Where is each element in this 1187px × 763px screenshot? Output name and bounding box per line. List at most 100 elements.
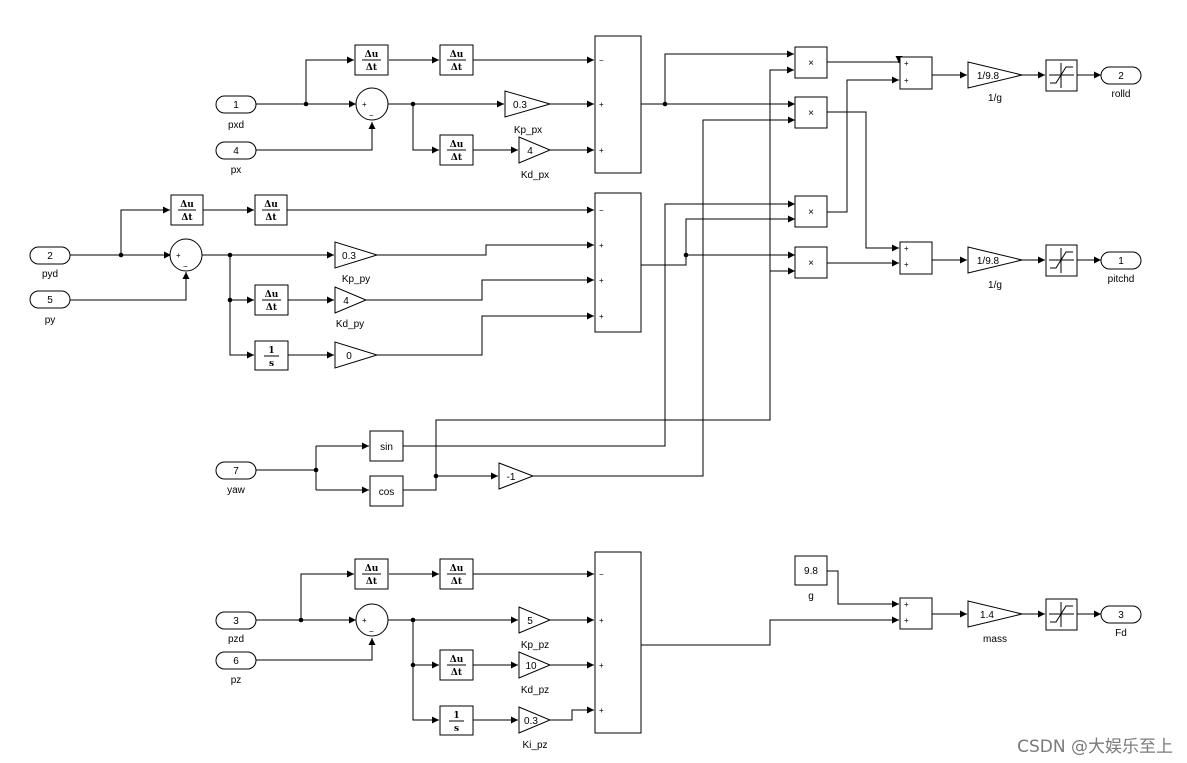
gain-label: mass xyxy=(983,634,1007,645)
integrator-block[interactable]: 1 s xyxy=(254,340,289,371)
inport-pzd[interactable]: 3 pzd xyxy=(215,611,257,645)
gain-kd-py[interactable]: 4 Kd_py xyxy=(334,286,368,330)
svg-text:Δu: Δu xyxy=(450,140,464,150)
inport-label: pz xyxy=(231,675,242,686)
svg-text:4: 4 xyxy=(343,296,349,307)
inport-px[interactable]: 4 px xyxy=(215,141,257,176)
sum-block-z[interactable]: − + + + xyxy=(594,551,642,734)
gain-kd-pz[interactable]: 10 Kd_pz xyxy=(518,651,552,696)
svg-text:+: + xyxy=(904,59,909,68)
saturation-block[interactable] xyxy=(1045,59,1078,92)
product-block[interactable]: × xyxy=(794,246,828,279)
gain-ki-pz[interactable]: 0.3 Ki_pz xyxy=(518,706,552,751)
derivative-block[interactable]: Δu Δt xyxy=(254,194,288,226)
svg-text:Δu: Δu xyxy=(450,50,464,60)
gain-kd-px[interactable]: 4 Kd_px xyxy=(518,136,552,181)
svg-text:cos: cos xyxy=(379,487,395,498)
gain-label: Kp_px xyxy=(514,125,542,136)
sin-block[interactable]: sin xyxy=(369,430,404,462)
svg-text:+: + xyxy=(599,241,604,250)
svg-text:−: − xyxy=(369,627,374,636)
inport-label: py xyxy=(45,315,56,326)
inport-py[interactable]: 5 py xyxy=(29,290,71,326)
inport-label: pzd xyxy=(228,634,244,645)
sum-block-roll[interactable]: + + xyxy=(899,56,933,90)
product-block[interactable]: × xyxy=(794,195,828,228)
product-block[interactable]: × xyxy=(794,96,828,129)
error-sum-y[interactable]: + − xyxy=(169,238,203,272)
svg-text:Δt: Δt xyxy=(451,63,463,73)
svg-text:+: + xyxy=(362,100,367,109)
derivative-block[interactable]: Δu Δt xyxy=(354,44,389,76)
svg-text:s: s xyxy=(454,724,459,734)
svg-text:Δu: Δu xyxy=(265,290,279,300)
outport-fd[interactable]: 3 Fd xyxy=(1100,605,1142,639)
error-sum-x[interactable]: + − xyxy=(355,87,389,121)
inport-label: pyd xyxy=(42,269,58,280)
derivative-block[interactable]: Δu Δt xyxy=(439,44,474,76)
gain-ki-py[interactable]: 0 xyxy=(334,341,379,369)
derivative-block[interactable]: Δu Δt xyxy=(439,134,474,166)
constant-g[interactable]: 9.8 g xyxy=(794,555,828,602)
gain-mass[interactable]: 1.4 mass xyxy=(967,600,1023,645)
inport-pyd[interactable]: 2 pyd xyxy=(29,246,71,280)
svg-text:sin: sin xyxy=(380,442,393,453)
svg-text:1: 1 xyxy=(1118,256,1124,267)
svg-text:10: 10 xyxy=(525,661,537,672)
svg-text:+: + xyxy=(599,312,604,321)
inport-label: pxd xyxy=(228,120,244,131)
svg-text:−: − xyxy=(599,206,604,215)
svg-text:7: 7 xyxy=(233,466,239,477)
svg-text:Δt: Δt xyxy=(181,213,193,223)
svg-text:5: 5 xyxy=(527,616,533,627)
svg-text:+: + xyxy=(599,616,604,625)
svg-text:Δu: Δu xyxy=(450,564,464,574)
gain-inverse-g-pitch[interactable]: 1/9.8 1/g xyxy=(967,246,1023,291)
svg-text:-1: -1 xyxy=(507,472,516,483)
gain-kp-px[interactable]: 0.3 Kp_px xyxy=(504,90,552,136)
svg-text:Δu: Δu xyxy=(180,200,194,210)
sum-block-thrust[interactable]: + + xyxy=(899,597,933,630)
svg-text:+: + xyxy=(599,661,604,670)
svg-text:−: − xyxy=(599,56,604,65)
junction-dots xyxy=(118,101,689,668)
product-block[interactable]: × xyxy=(794,46,828,79)
sum-block-x[interactable]: − + + xyxy=(594,35,642,174)
gain-label: 1/g xyxy=(988,280,1002,291)
gain-inverse-g-roll[interactable]: 1/9.8 1/g xyxy=(967,61,1023,104)
derivative-block[interactable]: Δu Δt xyxy=(439,558,474,590)
inport-pz[interactable]: 6 pz xyxy=(215,651,257,686)
gain-negative-one[interactable]: -1 xyxy=(498,462,535,490)
integrator-block[interactable]: 1 s xyxy=(439,705,474,736)
outport-pitchd[interactable]: 1 pitchd xyxy=(1100,251,1142,285)
svg-text:4: 4 xyxy=(233,146,239,157)
derivative-block[interactable]: Δu Δt xyxy=(254,284,289,316)
saturation-block[interactable] xyxy=(1045,244,1078,277)
svg-text:s: s xyxy=(269,359,274,369)
sum-block-y[interactable]: − + + + xyxy=(594,192,642,333)
outport-label: pitchd xyxy=(1108,274,1135,285)
svg-text:Δu: Δu xyxy=(365,50,379,60)
derivative-block[interactable]: Δu Δt xyxy=(354,558,389,590)
inport-pxd[interactable]: 1 pxd xyxy=(215,95,257,131)
outport-rolld[interactable]: 2 rolld xyxy=(1100,66,1142,100)
derivative-block[interactable]: Δu Δt xyxy=(439,649,474,681)
svg-text:−: − xyxy=(599,570,604,579)
sum-block-pitch[interactable]: + + xyxy=(899,241,933,275)
cos-block[interactable]: cos xyxy=(369,475,404,507)
error-sum-z[interactable]: + − xyxy=(355,603,389,637)
svg-text:0.3: 0.3 xyxy=(524,716,538,727)
gain-label: Kp_py xyxy=(342,274,370,285)
svg-text:Δt: Δt xyxy=(265,213,277,223)
svg-text:Δt: Δt xyxy=(366,577,378,587)
svg-text:1: 1 xyxy=(268,346,274,356)
gain-label: Kd_pz xyxy=(521,685,549,696)
inport-yaw[interactable]: 7 yaw xyxy=(215,461,257,496)
svg-text:1: 1 xyxy=(233,100,239,111)
gain-kp-pz[interactable]: 5 Kp_pz xyxy=(518,606,552,651)
gain-kp-py[interactable]: 0.3 Kp_py xyxy=(334,241,379,285)
svg-text:9.8: 9.8 xyxy=(804,566,818,577)
derivative-block[interactable]: Δu Δt xyxy=(170,194,204,226)
saturation-block[interactable] xyxy=(1045,598,1078,631)
svg-text:×: × xyxy=(808,258,814,269)
